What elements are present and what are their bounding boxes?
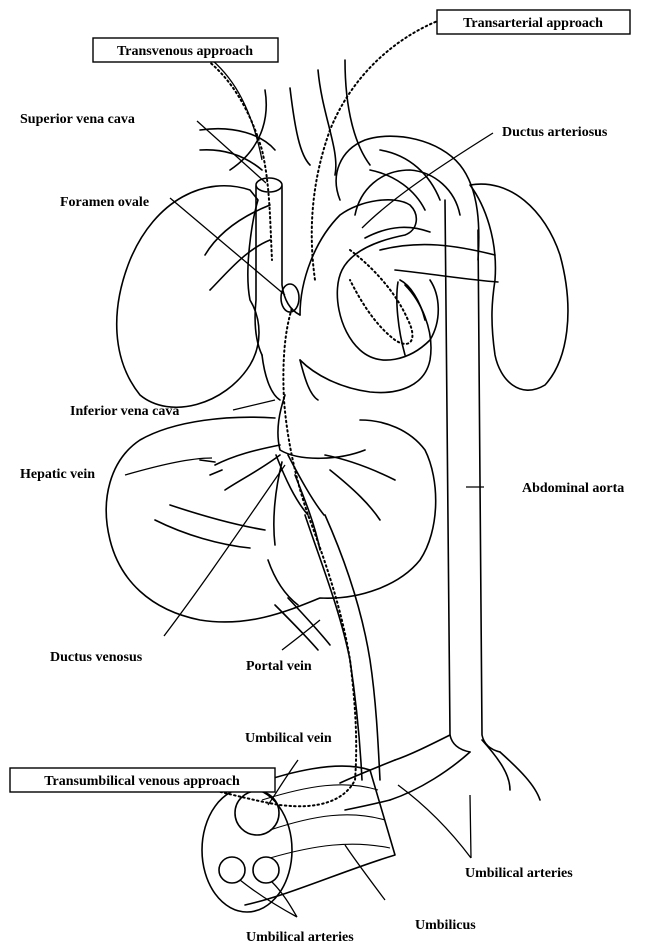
portal-vein-vessel bbox=[275, 598, 330, 650]
transarterial-catheter-path bbox=[312, 20, 440, 344]
aortic-arch bbox=[336, 136, 479, 260]
right-lung-bronchus bbox=[380, 245, 498, 282]
transumbilical-venous-approach-text: Transumbilical venous approach bbox=[44, 774, 240, 789]
abdominal-aorta-vessel bbox=[445, 200, 500, 752]
hepatic-vein-label: Hepatic vein bbox=[20, 467, 95, 482]
liver-internal-branches bbox=[155, 475, 320, 605]
umbilical-cord-stripes bbox=[262, 785, 390, 858]
umbilicus-label: Umbilicus bbox=[415, 918, 476, 933]
left-lung-bronchus bbox=[205, 205, 270, 290]
ductus-venosus-vessel bbox=[276, 455, 324, 515]
abdominal-aorta-label: Abdominal aorta bbox=[522, 481, 624, 496]
transvenous-approach-text: Transvenous approach bbox=[117, 44, 253, 59]
left-lung bbox=[117, 186, 259, 407]
umbilical-artery-lumen-1 bbox=[219, 857, 245, 883]
transarterial-approach-label: Transarterial approach bbox=[437, 10, 630, 34]
superior-vena-cava-vessel bbox=[255, 186, 300, 355]
transumbilical-venous-approach-label: Transumbilical venous approach bbox=[10, 768, 275, 792]
transvenous-approach-label: Transvenous approach bbox=[93, 38, 278, 62]
superior-vena-cava-label: Superior vena cava bbox=[20, 112, 135, 127]
transarterial-approach-text: Transarterial approach bbox=[463, 16, 603, 31]
inferior-vena-cava-label: Inferior vena cava bbox=[70, 404, 179, 419]
liver-lobe-divider bbox=[274, 395, 365, 545]
inferior-vena-cava-vessel bbox=[262, 355, 318, 400]
ductus-venosus-label: Ductus venosus bbox=[50, 650, 143, 665]
heart-atria bbox=[300, 200, 438, 360]
umbilical-arteries-right-label: Umbilical arteries bbox=[465, 866, 573, 881]
ductus-arteriosus-label: Ductus arteriosus bbox=[502, 125, 608, 140]
umbilical-artery-right bbox=[390, 735, 540, 800]
foramen-ovale-label: Foramen ovale bbox=[60, 195, 149, 210]
umbilical-vein-label: Umbilical vein bbox=[245, 731, 332, 746]
descending-aorta-top bbox=[370, 150, 440, 210]
umbilical-arteries-bottom-label: Umbilical arteries bbox=[246, 930, 354, 945]
right-lung bbox=[470, 184, 568, 390]
umbilical-artery-lumen-2 bbox=[253, 857, 279, 883]
left-ventricle bbox=[300, 282, 431, 393]
portal-vein-label: Portal vein bbox=[246, 659, 312, 674]
